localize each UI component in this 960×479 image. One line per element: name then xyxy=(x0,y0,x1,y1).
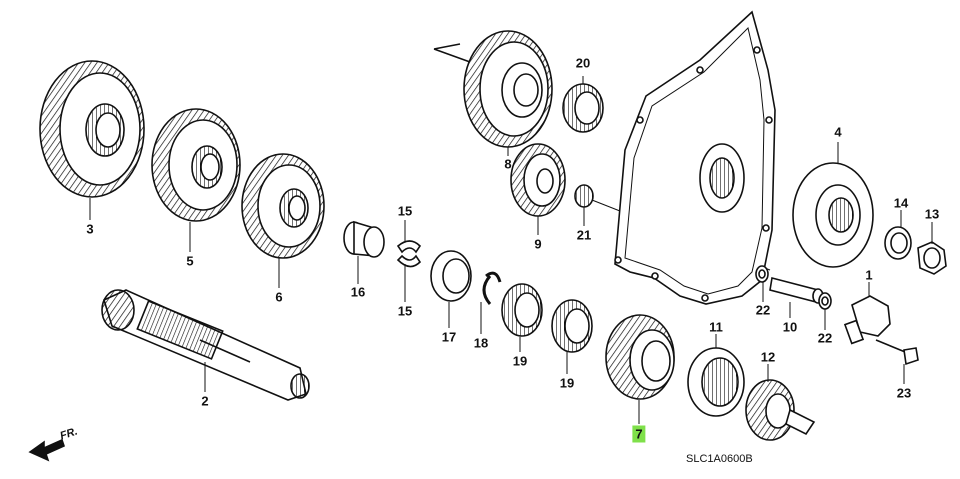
bearing-17-drawing xyxy=(430,250,472,302)
snapring-18-drawing xyxy=(482,271,502,305)
collar-16-drawing xyxy=(343,220,385,258)
part-label-22-a[interactable]: 22 xyxy=(755,302,771,318)
part-label-4[interactable]: 4 xyxy=(834,124,842,140)
transmission-case-drawing xyxy=(614,10,776,305)
part-label-11[interactable]: 11 xyxy=(709,319,723,335)
leader-lines xyxy=(89,76,933,424)
washer-14-drawing xyxy=(884,226,912,260)
part-1-drawing xyxy=(843,295,919,366)
needle-bearing-19a-drawing xyxy=(501,283,543,337)
part-label-2[interactable]: 2 xyxy=(201,393,209,409)
bearing-20-drawing xyxy=(562,83,604,133)
gear-5-drawing xyxy=(151,108,241,222)
part-label-8[interactable]: 8 xyxy=(504,156,512,172)
part-label-15-upper[interactable]: 15 xyxy=(397,203,413,219)
gear-3-drawing xyxy=(39,60,145,198)
part-label-1[interactable]: 1 xyxy=(865,267,873,283)
sleeve-11-drawing xyxy=(687,347,745,417)
gear-9-drawing xyxy=(510,143,566,217)
pin-10-drawing xyxy=(769,277,824,304)
nut-13-drawing xyxy=(917,241,947,275)
gear-12-drawing xyxy=(745,379,816,441)
gear-7-drawing xyxy=(605,314,675,400)
part-label-22-b[interactable]: 22 xyxy=(817,330,833,346)
part-label-18[interactable]: 18 xyxy=(473,335,489,351)
gear-6-drawing xyxy=(241,153,325,259)
part-label-14[interactable]: 14 xyxy=(893,195,909,211)
part-label-19-b[interactable]: 19 xyxy=(559,375,575,391)
diagram-reference-code: SLC1A0600B xyxy=(686,453,753,465)
part-label-9[interactable]: 9 xyxy=(534,236,542,252)
cotter-15-drawing xyxy=(396,240,422,268)
part-label-3[interactable]: 3 xyxy=(86,221,94,237)
part-label-16[interactable]: 16 xyxy=(350,284,366,300)
part-4-drawing xyxy=(792,162,874,268)
part-label-21[interactable]: 21 xyxy=(576,227,592,243)
part-label-7-highlighted[interactable]: 7 xyxy=(632,425,646,443)
part-label-13[interactable]: 13 xyxy=(924,206,940,222)
part-label-23[interactable]: 23 xyxy=(896,385,912,401)
gear-8-drawing xyxy=(433,30,553,148)
washer-22b-drawing xyxy=(818,292,832,310)
needle-bearing-19b-drawing xyxy=(551,299,593,353)
front-arrow-icon xyxy=(28,438,65,462)
part-label-17[interactable]: 17 xyxy=(441,329,457,345)
part-label-10[interactable]: 10 xyxy=(782,319,798,335)
part-label-6[interactable]: 6 xyxy=(275,289,283,305)
part-label-12[interactable]: 12 xyxy=(760,349,776,365)
mainshaft-2-drawing xyxy=(101,289,310,401)
part-label-5[interactable]: 5 xyxy=(186,253,194,269)
part-label-15-lower[interactable]: 15 xyxy=(397,303,413,319)
washer-22a-drawing xyxy=(755,265,769,283)
part-label-19-a[interactable]: 19 xyxy=(512,353,528,369)
part-label-20[interactable]: 20 xyxy=(575,55,591,71)
